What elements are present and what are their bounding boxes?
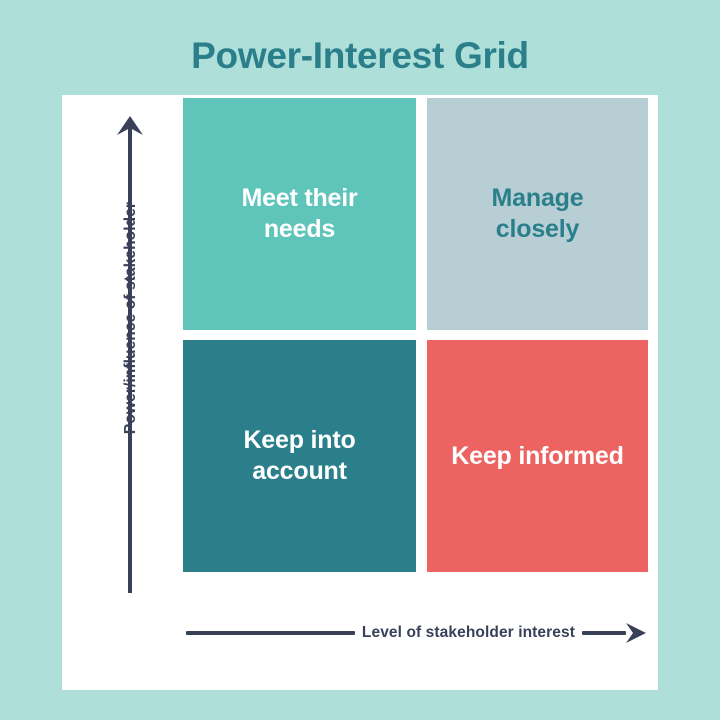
x-axis-label: Level of stakeholder interest <box>361 624 575 641</box>
page-title: Power-Interest Grid <box>191 35 529 76</box>
quadrant-label: Meet their needs <box>241 184 358 243</box>
y-axis: Power/influence of stakeholder <box>112 113 148 593</box>
x-axis: Level of stakeholder interest <box>186 618 648 648</box>
arrow-right-icon <box>626 623 646 643</box>
grid-board: Power/influence of stakeholder Meet thei… <box>62 95 658 690</box>
quadrant-label: Keep into account <box>243 426 356 485</box>
arrow-up-icon <box>117 116 143 593</box>
quadrant-manage-closely[interactable]: Manage closely <box>427 98 648 330</box>
quadrant-keep-informed[interactable]: Keep informed <box>427 340 648 572</box>
x-axis-rule-right <box>582 631 626 635</box>
x-axis-rule-left <box>186 631 355 635</box>
quadrant-keep-into-account[interactable]: Keep into account <box>183 340 416 572</box>
y-axis-label: Power/influence of stakeholder <box>122 201 139 435</box>
quadrant-label: Keep informed <box>451 441 624 470</box>
quadrant-meet-their-needs[interactable]: Meet their needs <box>183 98 416 330</box>
quadrant-label: Manage closely <box>491 184 584 243</box>
